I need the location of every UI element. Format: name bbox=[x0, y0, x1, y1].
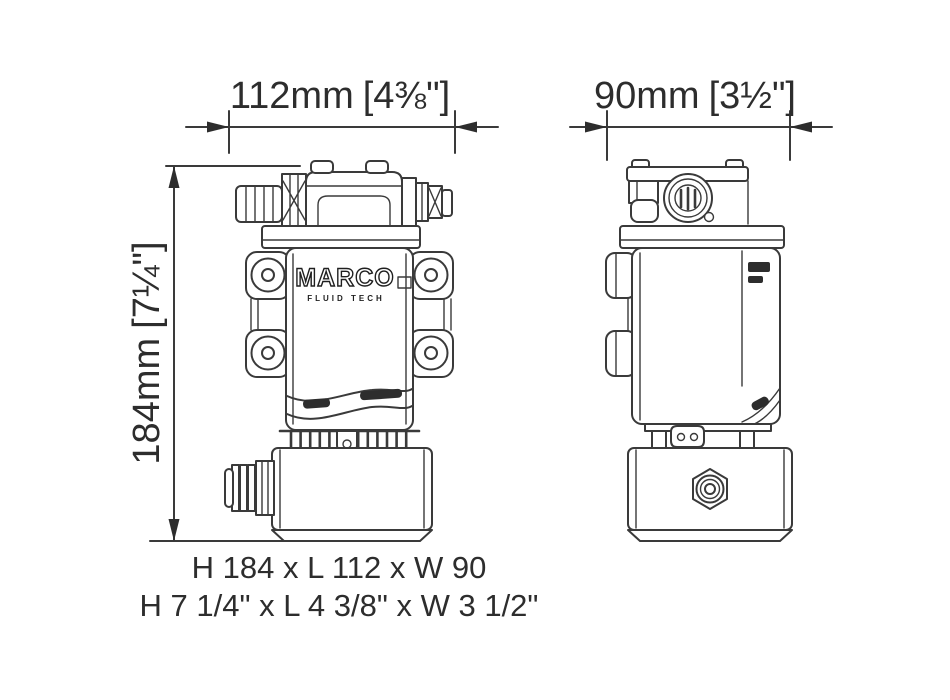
height-mm: 184mm bbox=[126, 338, 168, 465]
logo-partial-top bbox=[748, 262, 770, 272]
gland-cap bbox=[224, 468, 234, 508]
center-bracket-hole bbox=[676, 432, 686, 442]
foot-left bbox=[651, 430, 667, 449]
head-side-detail bbox=[636, 180, 749, 225]
center-bracket-hole bbox=[689, 432, 699, 442]
grommet-hole bbox=[424, 268, 438, 282]
dimension-arrow-right bbox=[455, 121, 477, 133]
inlet-nut-detail bbox=[282, 173, 306, 228]
bracket-right-connector bbox=[443, 298, 452, 331]
dimension-label-front-width: 112mm[4⅜"] bbox=[230, 75, 450, 117]
grommet bbox=[250, 335, 286, 371]
center-bracket bbox=[670, 425, 705, 448]
inlet-barb-ribs bbox=[245, 185, 274, 223]
logo-partial-bottom bbox=[748, 276, 763, 283]
dimension-arrow-right bbox=[790, 121, 812, 133]
pump-head-detail bbox=[305, 185, 403, 228]
mounting-grommets bbox=[250, 257, 449, 371]
hex-boss-hole bbox=[704, 483, 716, 495]
port-drain-plug bbox=[703, 211, 715, 223]
base-foot bbox=[627, 529, 793, 542]
base-box bbox=[271, 447, 433, 531]
logo-subtext: FLUID TECH bbox=[307, 294, 385, 303]
dimension-arrow-left bbox=[585, 121, 607, 133]
grommet-hole bbox=[261, 268, 275, 282]
outlet-detail bbox=[421, 182, 442, 222]
dimension-height: 184mm [7¼"] bbox=[126, 165, 301, 542]
front-width-inches: [4⅜"] bbox=[363, 75, 450, 117]
motor-body-edges bbox=[639, 250, 743, 421]
summary-metric: H 184 x L 112 x W 90 bbox=[192, 550, 487, 585]
brand-logo: MARCO FLUID TECH bbox=[295, 263, 412, 303]
band-marking-left bbox=[303, 398, 331, 409]
motor-body bbox=[631, 247, 781, 425]
foot-right bbox=[739, 430, 755, 449]
pump-side-view bbox=[605, 159, 793, 542]
grommet bbox=[250, 257, 286, 293]
mounting-plate bbox=[261, 225, 421, 249]
side-width-mm: 90mm bbox=[594, 75, 700, 117]
bracket-left-connector bbox=[250, 298, 259, 331]
gland-nut bbox=[255, 460, 275, 516]
side-width-inches: [3½"] bbox=[709, 75, 796, 117]
dimension-arrow-top bbox=[168, 166, 180, 188]
head-bolt-left bbox=[310, 160, 334, 174]
grommet bbox=[413, 257, 449, 293]
dimension-label-side-width: 90mm[3½"] bbox=[594, 75, 796, 117]
bracket-detail bbox=[615, 252, 629, 377]
head-bolt-right bbox=[365, 160, 389, 174]
logo-text: MARCO bbox=[295, 264, 394, 292]
grommet bbox=[413, 335, 449, 371]
height-inches: [7¼"] bbox=[126, 241, 168, 328]
hex-boss-ring-mid bbox=[699, 478, 721, 500]
logo-box bbox=[397, 276, 412, 289]
bottom-plate bbox=[644, 423, 772, 432]
port-slots bbox=[679, 186, 697, 211]
dimension-side-width: 90mm[3½"] bbox=[569, 75, 833, 161]
band-wave-bottom bbox=[286, 405, 413, 420]
inlet-barb bbox=[235, 185, 283, 223]
band-marking-side bbox=[751, 396, 769, 411]
dimension-arrow-left bbox=[207, 121, 229, 133]
summary-imperial: H 7 1/4" x L 4 3/8" x W 3 1/2" bbox=[140, 588, 539, 623]
mounting-plate bbox=[619, 225, 785, 249]
base-foot bbox=[271, 529, 433, 542]
base-box-edges bbox=[635, 449, 785, 529]
grommet-hole bbox=[424, 346, 438, 360]
dimension-arrow-bottom bbox=[168, 519, 180, 541]
gland-ribs bbox=[231, 464, 256, 512]
front-width-mm: 112mm bbox=[230, 75, 354, 117]
head-wing-foot bbox=[630, 199, 659, 223]
outlet-tip bbox=[441, 189, 453, 217]
port-circle-ring bbox=[668, 178, 708, 218]
pump-head bbox=[305, 171, 403, 228]
motor-body-edges bbox=[292, 253, 407, 425]
dimension-label-height: 184mm [7¼"] bbox=[126, 241, 168, 464]
gland-nut-detail bbox=[261, 460, 269, 516]
port-circle-inner bbox=[674, 184, 702, 212]
dimension-front-width: 112mm[4⅜"] bbox=[185, 75, 499, 154]
pump-front-view: MARCO FLUID TECH bbox=[224, 160, 454, 542]
outlet-flange bbox=[401, 177, 417, 227]
base-box-edges bbox=[279, 449, 425, 529]
grommet-hole bbox=[261, 346, 275, 360]
band-marking-right bbox=[360, 388, 403, 401]
